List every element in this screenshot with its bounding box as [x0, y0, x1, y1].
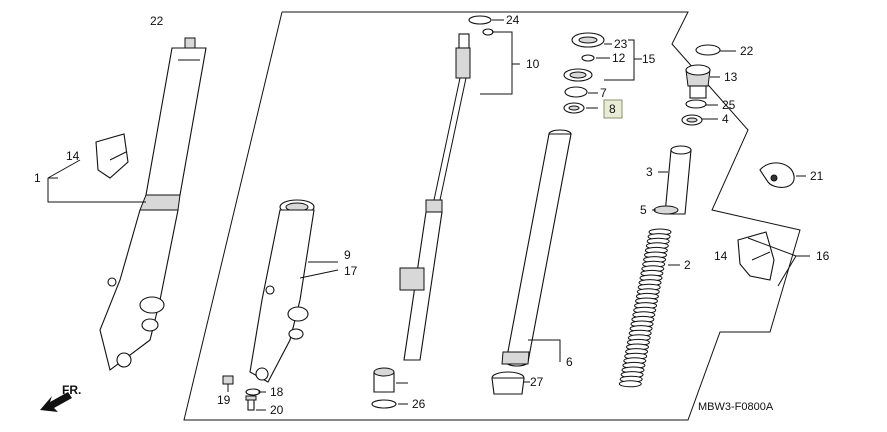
fork-slider-illustration: [249, 199, 315, 383]
label-17: 17: [344, 264, 358, 278]
label-12: 12: [612, 51, 626, 65]
label-7: 7: [600, 86, 607, 100]
label-19: 19: [217, 393, 231, 407]
oil-seal-parts: [563, 32, 605, 114]
damper-rod-illustration: [399, 15, 494, 361]
diagram-code: MBW3-F0800A: [698, 401, 774, 413]
label-1: 1: [34, 171, 41, 185]
label-23: 23: [614, 37, 628, 51]
label-21: 21: [810, 169, 824, 183]
fork-pipe-illustration: [491, 129, 572, 395]
label-26: 26: [412, 397, 426, 411]
label-5: 5: [640, 203, 647, 217]
oil-lock-piece: [371, 367, 397, 409]
spring-coil: [618, 380, 642, 388]
label-8: 8: [609, 102, 616, 116]
label-6: 6: [566, 355, 573, 369]
label-14-right: 14: [714, 249, 728, 263]
label-14-left: 14: [66, 149, 80, 163]
label-9: 9: [344, 248, 351, 262]
label-22-right: 22: [740, 44, 754, 58]
label-15: 15: [642, 52, 656, 66]
label-4: 4: [722, 112, 729, 126]
label-10: 10: [526, 57, 540, 71]
label-25: 25: [722, 98, 736, 112]
fork-spring: [618, 228, 672, 388]
label-20: 20: [270, 403, 284, 417]
spacer-spring-parts: [653, 145, 692, 215]
fork-cap-parts: [681, 44, 721, 126]
label-18: 18: [270, 385, 284, 399]
label-16: 16: [816, 249, 830, 263]
label-24: 24: [506, 13, 520, 27]
label-22-left: 22: [150, 14, 164, 28]
label-2: 2: [684, 258, 691, 272]
front-direction-arrow: [40, 392, 72, 412]
complete-fork-illustration: [99, 37, 207, 371]
clip-part-21: [759, 162, 795, 188]
label-3: 3: [646, 165, 653, 179]
clip-part-right: [737, 231, 775, 281]
label-27: 27: [530, 375, 544, 389]
label-13: 13: [724, 70, 738, 84]
clip-part-left: [95, 133, 129, 179]
assembly-frame: [183, 11, 801, 421]
highlight-box-8: [603, 99, 623, 119]
direction-label: FR.: [62, 383, 81, 397]
